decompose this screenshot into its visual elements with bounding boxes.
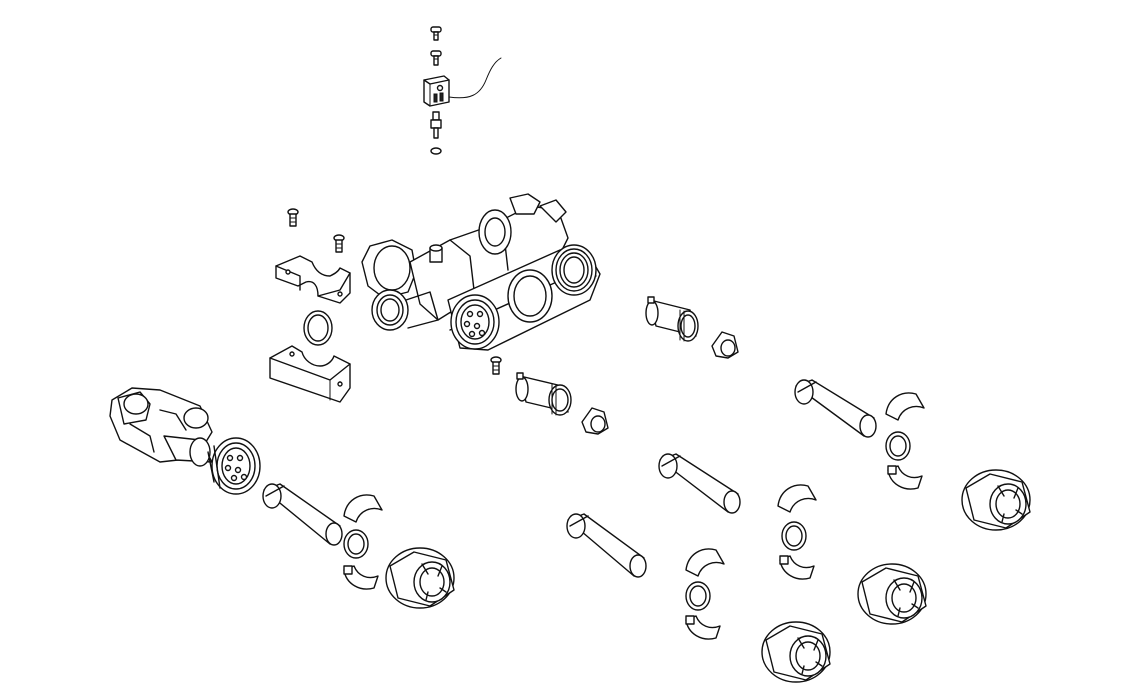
nut-right bbox=[961, 469, 1031, 531]
bypass-port bbox=[207, 437, 261, 495]
pipe-stub-center bbox=[566, 513, 647, 578]
clamp-assembly bbox=[269, 208, 351, 403]
nut-left bbox=[385, 547, 455, 609]
valve-port-3 bbox=[551, 244, 597, 296]
cap-center bbox=[581, 407, 609, 435]
clamp-upper-half bbox=[275, 255, 351, 304]
sensor-probe bbox=[430, 111, 442, 139]
sensor-housing bbox=[423, 75, 450, 107]
cartridge-center bbox=[515, 372, 572, 416]
nut-mid bbox=[857, 563, 927, 625]
clamp-lower-half bbox=[269, 345, 351, 403]
valve-top-plug bbox=[429, 244, 443, 263]
cartridge-right bbox=[645, 296, 699, 342]
fitting-clips-left bbox=[343, 494, 383, 590]
valve-inlet-port bbox=[371, 289, 439, 331]
fitting-clips-right bbox=[885, 392, 925, 490]
screw-top-1 bbox=[430, 26, 442, 41]
fitting-clips-mid bbox=[777, 484, 817, 580]
pipe-stub-mid bbox=[658, 453, 741, 514]
sensor-o-ring bbox=[430, 147, 442, 155]
sensor-cable bbox=[448, 57, 502, 99]
cap-right bbox=[711, 331, 739, 359]
fitting-clips-center bbox=[685, 548, 725, 640]
screw-top-2 bbox=[430, 50, 442, 66]
valve-screw bbox=[490, 356, 502, 375]
valve-port-2 bbox=[507, 269, 553, 323]
nut-center bbox=[761, 621, 831, 683]
clamp-screw-1 bbox=[287, 208, 299, 227]
pipe-stub-left bbox=[262, 483, 343, 546]
valve-port-1 bbox=[450, 294, 500, 350]
sensor-assembly bbox=[423, 26, 502, 155]
clamp-screw-2 bbox=[333, 234, 345, 253]
pipe-stub-right bbox=[794, 379, 877, 438]
valve-body bbox=[361, 193, 601, 351]
bypass-valve bbox=[109, 387, 213, 467]
